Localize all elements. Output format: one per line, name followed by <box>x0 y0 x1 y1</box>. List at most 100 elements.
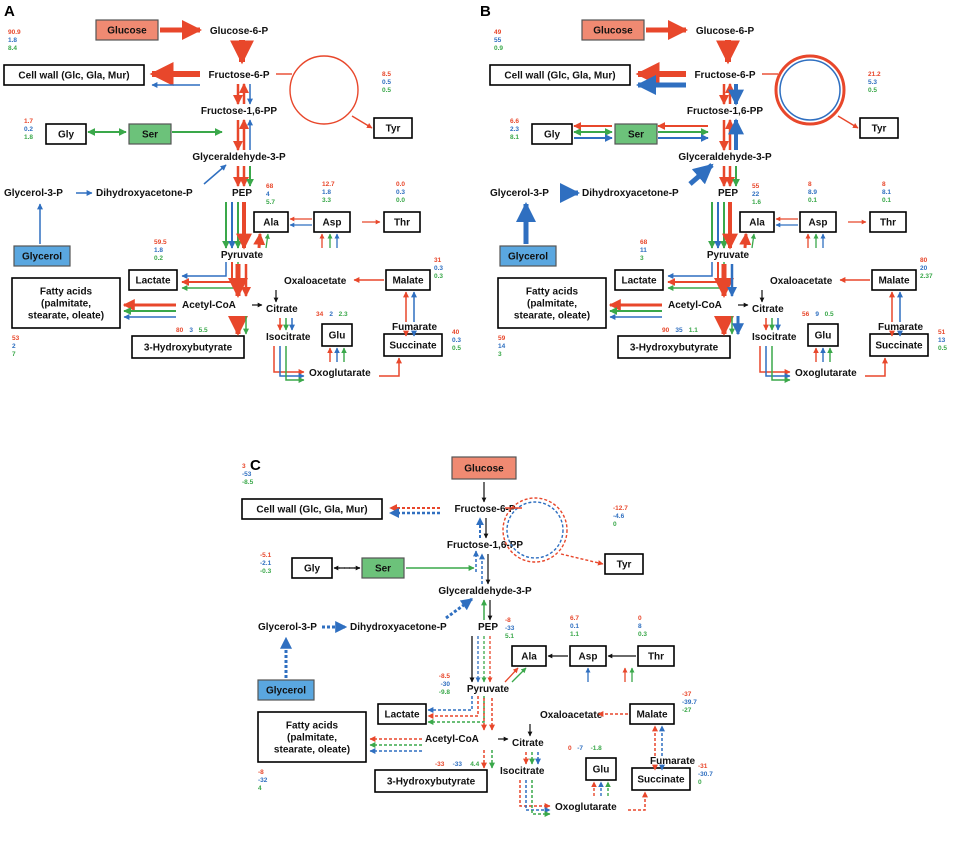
fatty-acids-label: Fatty acids <box>286 721 339 732</box>
cell-wall-value-0: 49 <box>494 29 502 36</box>
tyr-value-1: 5.3 <box>868 79 877 86</box>
flux-arrow <box>525 780 551 813</box>
glucose-label: Glucose <box>464 464 504 475</box>
ser-label: Ser <box>375 564 391 575</box>
citrate-label: Citrate <box>752 304 784 315</box>
glu-value-0: 56 <box>802 311 810 318</box>
glu-label: Glu <box>815 331 832 342</box>
glu-value-1: 9 <box>815 311 819 318</box>
dihydroxyacetone-p-label: Dihydroxyacetone-P <box>96 188 193 199</box>
ser-label: Ser <box>142 130 158 141</box>
panel-label-b: B <box>480 3 491 20</box>
acetyl-coa-label: Acetyl-CoA <box>425 734 479 745</box>
flux-arrow <box>445 597 473 620</box>
glycerol-box <box>13 245 71 267</box>
tyr-value-2: 0.5 <box>868 87 877 94</box>
malate-box <box>871 269 917 291</box>
gly-value-1: -2.1 <box>260 560 272 567</box>
fatty-acids-value-0: 53 <box>12 335 20 342</box>
thr-label: Thr <box>394 218 410 229</box>
pyruvate-value-2: 0.2 <box>154 255 163 262</box>
succinate-value-1: -30.7 <box>698 771 713 778</box>
tyr-value-2: 0 <box>613 521 617 528</box>
pyruvate-value-1: 1.8 <box>154 247 163 254</box>
asp-value-1: 0.1 <box>570 623 579 630</box>
flux-arrow <box>759 346 791 375</box>
malate-value-0: 80 <box>920 257 928 264</box>
fatty-acids-box <box>497 277 607 329</box>
succinate-value-0: 51 <box>938 329 946 336</box>
pyruvate-value-1: -30 <box>441 681 451 688</box>
isocitrate-label: Isocitrate <box>752 332 797 343</box>
gly-value-2: -0.3 <box>260 568 272 575</box>
pep-value-0: 55 <box>752 183 760 190</box>
asp-value-2: 3.3 <box>322 197 331 204</box>
lactate-label: Lactate <box>384 710 419 721</box>
gly-value-0: -5.1 <box>260 552 272 559</box>
flux-arrow <box>203 164 227 185</box>
hydroxybutyrate-value-0: 90 <box>662 327 670 334</box>
succinate-label: Succinate <box>637 775 685 786</box>
flux-arrow <box>379 357 402 377</box>
fatty-acids-value-1: -32 <box>258 777 268 784</box>
tyr-value-2: 0.5 <box>382 87 391 94</box>
glycerol-box <box>257 679 315 701</box>
tyr-box <box>859 117 899 139</box>
hydroxybutyrate-value-2: 1.1 <box>689 327 698 334</box>
tyr-value-0: 8.5 <box>382 71 391 78</box>
cell-wall-label: Cell wall (Glc, Gla, Mur) <box>18 71 129 82</box>
pentose-cycle-inner <box>506 501 564 559</box>
ser-box <box>361 557 405 579</box>
flux-arrow <box>771 346 791 383</box>
fructose-1-6-pp-label: Fructose-1,6-PP <box>687 106 763 117</box>
thr-label: Thr <box>880 218 896 229</box>
hydroxybutyrate-box <box>374 769 488 793</box>
gly-label: Gly <box>544 130 561 141</box>
fatty-acids-value-1: 14 <box>498 343 506 350</box>
cell-wall-value-1: -53 <box>242 471 252 478</box>
thr-value-1: 8 <box>638 623 642 630</box>
ala-box <box>253 211 289 233</box>
cell-wall-label: Cell wall (Glc, Gla, Mur) <box>256 505 367 516</box>
flux-arrow <box>750 233 756 249</box>
citrate-label: Citrate <box>512 738 544 749</box>
fatty-acids-value-2: 7 <box>12 351 16 358</box>
glu-box <box>807 323 839 347</box>
pyruvate-value-2: -9.8 <box>439 689 451 696</box>
malate-box <box>385 269 431 291</box>
glucose-6-p-label: Glucose-6-P <box>696 26 755 37</box>
pep-label: PEP <box>718 188 738 199</box>
thr-value-2: 0.0 <box>396 197 405 204</box>
fatty-acids-label: stearate, oleate) <box>274 745 350 756</box>
fatty-acids-label: (palmitate, <box>41 299 91 310</box>
pyruvate-value-1: 11 <box>640 247 647 254</box>
flux-arrow <box>427 696 485 725</box>
ala-box <box>739 211 775 233</box>
flux-arrow <box>504 667 519 683</box>
glu-box <box>585 757 617 781</box>
fatty-acids-box <box>257 711 367 763</box>
pentose-cycle <box>289 55 359 125</box>
succinate-value-2: 0 <box>698 779 702 786</box>
fructose-6-p-label: Fructose-6-P <box>454 504 515 515</box>
fatty-acids-value-0: 59 <box>498 335 506 342</box>
pyruvate-value-0: 68 <box>640 239 648 246</box>
gly-box <box>45 123 87 145</box>
succinate-value-0: -31 <box>698 763 708 770</box>
pentose-cycle <box>774 54 846 126</box>
glucose-box <box>95 19 159 41</box>
fatty-acids-value-2: 3 <box>498 351 502 358</box>
fatty-acids-value-1: 2 <box>12 343 16 350</box>
thr-value-1: 0.3 <box>396 189 405 196</box>
cell-wall-label: Cell wall (Glc, Gla, Mur) <box>504 71 615 82</box>
thr-box <box>637 645 675 667</box>
glucose-box <box>581 19 645 41</box>
succinate-value-1: 0.3 <box>452 337 461 344</box>
pyruvate-label: Pyruvate <box>707 250 750 261</box>
asp-value-2: 0.1 <box>808 197 817 204</box>
pyruvate-label: Pyruvate <box>467 684 510 695</box>
asp-value-0: 8 <box>808 181 812 188</box>
tyr-box <box>604 553 644 575</box>
flux-arrow <box>264 233 270 249</box>
gly-value-1: 2.3 <box>510 126 519 133</box>
